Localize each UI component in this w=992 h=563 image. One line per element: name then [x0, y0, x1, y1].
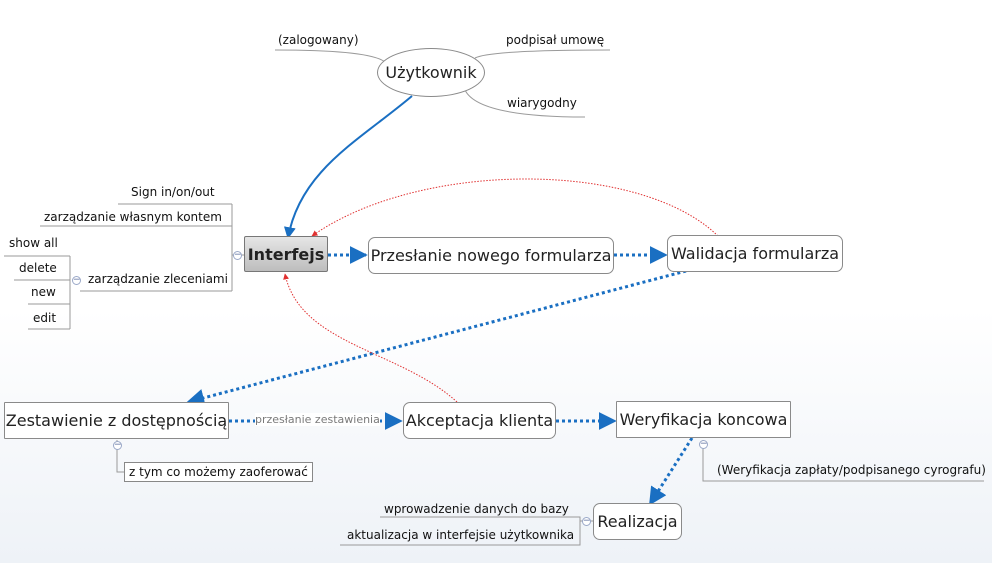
subtopic-zlecenia[interactable]: zarządzanie zleceniami [88, 272, 228, 286]
subtopic-new[interactable]: new [31, 285, 56, 299]
collapse-zestawienie-icon[interactable]: − [113, 440, 122, 450]
node-uzytkownik[interactable]: Użytkownik [377, 48, 485, 97]
collapse-realizacja-icon[interactable]: − [582, 516, 591, 526]
zestawienie-branch [116, 440, 124, 473]
collapse-zlecenia-icon[interactable]: − [72, 275, 81, 285]
node-przeslanie[interactable]: Przesłanie nowego formularza [368, 237, 614, 274]
subtopic-aktualizacja[interactable]: aktualizacja w interfejsie użytkownika [347, 528, 575, 542]
weryfikacja-branch [702, 440, 984, 482]
node-weryfikacja[interactable]: Weryfikacja koncowa [616, 401, 791, 438]
node-realizacja[interactable]: Realizacja [593, 503, 682, 540]
node-zestawienie[interactable]: Zestawienie z dostępnością [4, 402, 229, 439]
subtopic-delete[interactable]: delete [19, 261, 57, 275]
arrow-uzytkownik-interfejs [283, 95, 413, 240]
node-interfejs[interactable]: Interfejs [244, 236, 328, 272]
subtopic-sign[interactable]: Sign in/on/out [131, 185, 215, 199]
node-walidacja[interactable]: Walidacja formularza [667, 235, 843, 272]
collapse-weryfikacja-icon[interactable]: − [699, 439, 708, 449]
uzytkownik-branches [274, 49, 611, 118]
feedback-flow [283, 178, 719, 403]
subtopic-edit[interactable]: edit [33, 311, 57, 325]
node-akceptacja[interactable]: Akceptacja klienta [403, 402, 556, 439]
subtopic-wlasne-konto[interactable]: zarządzanie własnym kontem [44, 210, 222, 224]
collapse-interfejs-icon[interactable]: − [233, 250, 242, 260]
subtopic-zaoferowac[interactable]: z tym co możemy zaoferować [124, 462, 313, 482]
subtopic-wiarygodny[interactable]: wiarygodny [507, 96, 577, 110]
subtopic-wprowadzenie[interactable]: wprowadzenie danych do bazy [384, 502, 569, 516]
subtopic-podpisal-umowe[interactable]: podpisał umowę [506, 33, 605, 47]
interfejs-branches [4, 203, 244, 330]
edge-label-przeslanie-zestawienia: przesłanie zestawienia [255, 413, 380, 426]
subtopic-show-all[interactable]: show all [9, 236, 58, 250]
subtopic-weryfikacja-zaplaty[interactable]: (Weryfikacja zapłaty/podpisanego cyrogra… [717, 463, 986, 477]
subtopic-zalogowany[interactable]: (zalogowany) [278, 33, 359, 47]
